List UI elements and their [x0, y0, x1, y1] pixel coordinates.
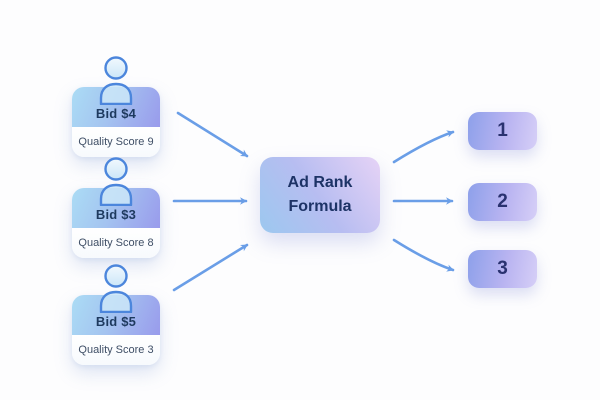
arrow-advertiser3-to-formula	[172, 243, 249, 292]
rank-number: 1	[497, 120, 508, 141]
quality-score-label: Quality Score 3	[78, 344, 154, 356]
advertiser-card-1: Bid $4 Quality Score 9	[72, 56, 160, 157]
rank-pill-2: 2	[468, 183, 537, 221]
formula-title-line1: Ad Rank	[287, 174, 353, 192]
quality-footer: Quality Score 9	[72, 127, 160, 157]
arrow-advertiser1-to-formula	[176, 111, 249, 158]
advertiser-card-2: Bid $3 Quality Score 8	[72, 157, 160, 258]
quality-score-label: Quality Score 8	[78, 237, 154, 249]
arrow-formula-to-rank1	[392, 130, 455, 164]
bid-label: Bid $5	[95, 314, 137, 329]
bid-label: Bid $4	[95, 106, 137, 121]
rank-pill-3: 3	[468, 250, 537, 288]
rank-number: 3	[497, 258, 508, 279]
bid-header: Bid $4	[72, 87, 160, 127]
bid-header: Bid $3	[72, 188, 160, 228]
bid-header: Bid $5	[72, 295, 160, 335]
quality-score-label: Quality Score 9	[78, 136, 154, 148]
advertiser-card-3: Bid $5 Quality Score 3	[72, 264, 160, 365]
rank-pill-1: 1	[468, 112, 537, 150]
arrow-formula-to-rank3	[392, 238, 455, 272]
ad-rank-formula-box: Ad Rank Formula	[260, 157, 380, 233]
formula-title-line2: Formula	[288, 198, 352, 215]
rank-number: 2	[497, 191, 508, 212]
quality-footer: Quality Score 3	[72, 335, 160, 365]
bid-label: Bid $3	[95, 207, 137, 222]
quality-footer: Quality Score 8	[72, 228, 160, 258]
